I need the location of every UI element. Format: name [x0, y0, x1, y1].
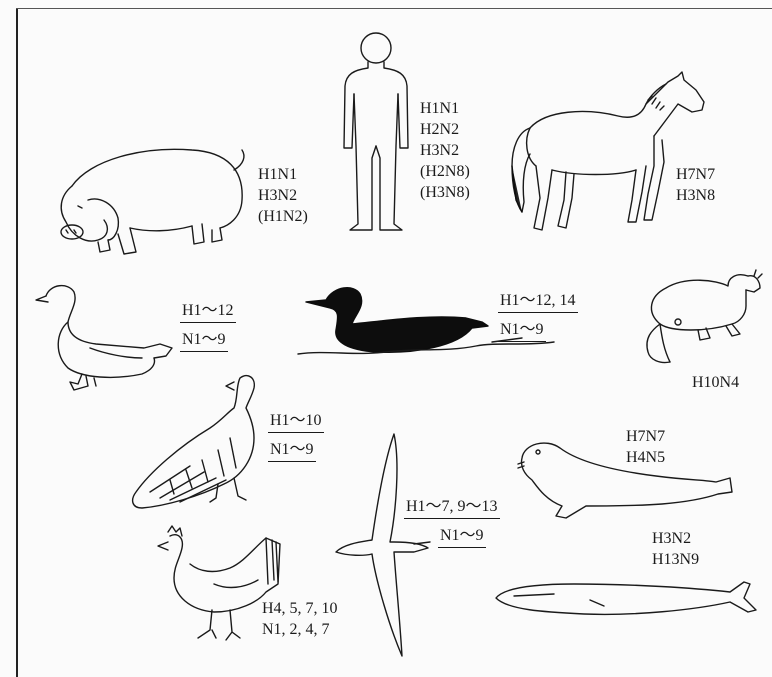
left-border [16, 8, 18, 677]
duck-subtypes: H1～12 N1～9 [180, 300, 236, 352]
human-icon [340, 28, 414, 234]
subtype-label: N1～9 [180, 329, 228, 352]
subtype-label: (H1N2) [258, 206, 308, 227]
turkey-icon [130, 368, 270, 514]
pig-icon [52, 140, 252, 258]
subtype-label: H1N1 [258, 164, 308, 185]
subtype-label: N1, 2, 4, 7 [262, 619, 338, 640]
top-border [16, 8, 772, 9]
subtype-label: H1～12, 14 [498, 290, 578, 313]
subtype-label: H1～7, 9～13 [404, 496, 500, 519]
subtype-label: H1N1 [420, 98, 470, 119]
subtype-label: (H2N8) [420, 161, 470, 182]
mink-icon [636, 268, 766, 366]
human-subtypes: H1N1 H2N2 H3N2 (H2N8) (H3N8) [420, 98, 470, 203]
seabird-subtypes: H1～7, 9～13 N1～9 [404, 496, 500, 548]
subtype-label: H4N5 [626, 447, 665, 468]
subtype-label: H2N2 [420, 119, 470, 140]
pig-subtypes: H1N1 H3N2 (H1N2) [258, 164, 308, 227]
subtype-label: N1～9 [438, 525, 486, 548]
subtype-label: N1～9 [498, 319, 546, 342]
turkey-subtypes: H1～10 N1～9 [268, 410, 324, 462]
chicken-subtypes: H4, 5, 7, 10 N1, 2, 4, 7 [262, 598, 338, 640]
subtype-label: H1～10 [268, 410, 324, 433]
subtype-label: N1～9 [268, 439, 316, 462]
subtype-label: H3N8 [676, 185, 715, 206]
subtype-label: (H3N8) [420, 182, 470, 203]
subtype-label: H3N2 [652, 528, 699, 549]
mink-subtypes: H10N4 [692, 372, 739, 393]
horse-icon [506, 70, 712, 236]
subtype-label: H7N7 [676, 164, 715, 185]
subtype-label: H7N7 [626, 426, 665, 447]
subtype-label: H3N2 [420, 140, 470, 161]
seal-subtypes: H7N7 H4N5 [626, 426, 665, 468]
subtype-label: H3N2 [258, 185, 308, 206]
whale-subtypes: H3N2 H13N9 [652, 528, 699, 570]
subtype-label: H13N9 [652, 549, 699, 570]
whale-icon [494, 570, 758, 620]
subtype-label: H10N4 [692, 372, 739, 393]
horse-subtypes: H7N7 H3N8 [676, 164, 715, 206]
subtype-label: H1～12 [180, 300, 236, 323]
waterbird-subtypes: H1～12, 14 N1～9 [498, 290, 578, 342]
subtype-label: H4, 5, 7, 10 [262, 598, 338, 619]
